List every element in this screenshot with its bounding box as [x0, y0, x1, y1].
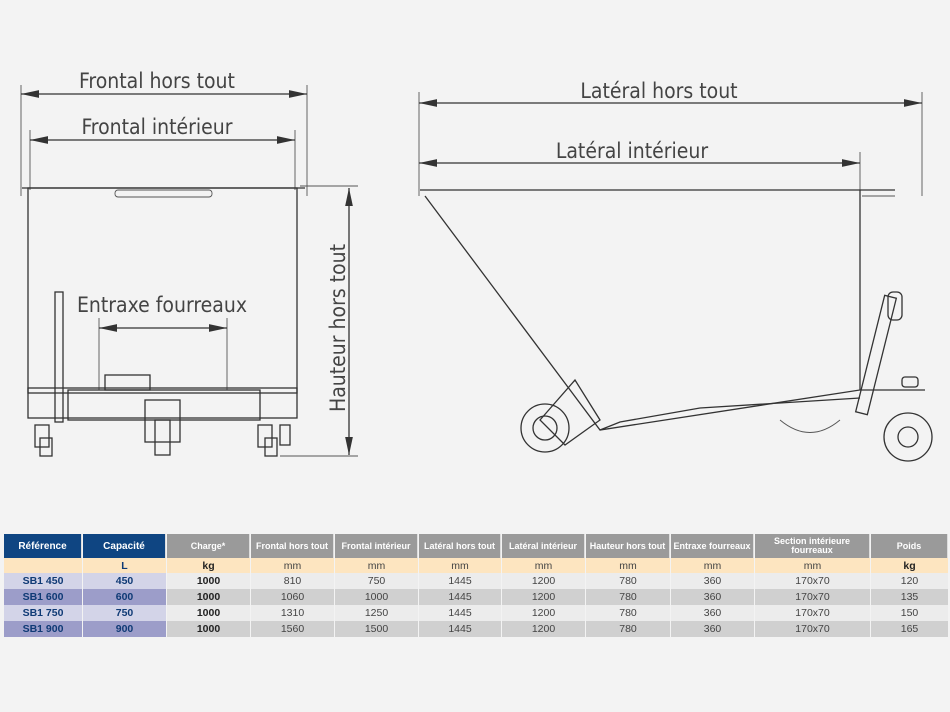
- column-header: Hauteur hors tout: [586, 534, 670, 558]
- unit-cell: mm: [251, 558, 334, 573]
- table-cell: 360: [671, 605, 754, 621]
- table-cell: 600: [83, 589, 166, 605]
- column-header: Référence: [4, 534, 82, 558]
- label-lateral-hors-tout: Latéral hors tout: [580, 79, 737, 103]
- table-cell: 1445: [419, 573, 501, 589]
- table-cell: SB1 750: [4, 605, 82, 621]
- label-lateral-interieur: Latéral intérieur: [556, 139, 709, 163]
- unit-cell: mm: [755, 558, 870, 573]
- table-cell: 1060: [251, 589, 334, 605]
- table-cell: 1000: [335, 589, 418, 605]
- table-cell: 1445: [419, 605, 501, 621]
- table-cell: 170x70: [755, 589, 870, 605]
- column-header: Latéral hors tout: [419, 534, 501, 558]
- unit-cell: L: [83, 558, 166, 573]
- table-cell: 750: [335, 573, 418, 589]
- table-cell: SB1 600: [4, 589, 82, 605]
- table-cell: 750: [83, 605, 166, 621]
- table-cell: SB1 450: [4, 573, 82, 589]
- label-frontal-interieur: Frontal intérieur: [81, 115, 232, 139]
- table-cell: 1000: [167, 573, 250, 589]
- table-cell: 780: [586, 605, 670, 621]
- table-cell: 780: [586, 621, 670, 637]
- table-cell: 150: [871, 605, 948, 621]
- label-frontal-hors-tout: Frontal hors tout: [79, 69, 235, 93]
- technical-drawing: Frontal hors tout Frontal intérieur Haut…: [20, 69, 933, 462]
- column-header: Section intérieure fourreaux: [755, 534, 870, 558]
- table-cell: 170x70: [755, 573, 870, 589]
- column-header: Capacité: [83, 534, 166, 558]
- table-cell: 165: [871, 621, 948, 637]
- table-cell: 1445: [419, 621, 501, 637]
- table-cell: 120: [871, 573, 948, 589]
- table-cell: 1445: [419, 589, 501, 605]
- table-cell: 1560: [251, 621, 334, 637]
- side-view: Latéral hors tout Latéral intérieur: [418, 79, 933, 462]
- unit-cell: mm: [586, 558, 670, 573]
- column-header: Charge*: [167, 534, 250, 558]
- column-header: Latéral intérieur: [502, 534, 585, 558]
- table-cell: 1000: [167, 605, 250, 621]
- table-cell: 1000: [167, 589, 250, 605]
- table-cell: 900: [83, 621, 166, 637]
- table-cell: 360: [671, 573, 754, 589]
- table-cell: 780: [586, 573, 670, 589]
- table-cell: 450: [83, 573, 166, 589]
- unit-cell: mm: [335, 558, 418, 573]
- table-cell: 1200: [502, 621, 585, 637]
- table-cell: 360: [671, 621, 754, 637]
- table-cell: 135: [871, 589, 948, 605]
- table-cell: SB1 900: [4, 621, 82, 637]
- table-cell: 170x70: [755, 605, 870, 621]
- unit-cell: kg: [167, 558, 250, 573]
- table-cell: 1200: [502, 605, 585, 621]
- table-cell: 1200: [502, 589, 585, 605]
- label-entraxe-fourreaux: Entraxe fourreaux: [77, 293, 247, 317]
- front-view: Frontal hors tout Frontal intérieur Haut…: [20, 69, 358, 457]
- table-cell: 1000: [167, 621, 250, 637]
- table-cell: 1250: [335, 605, 418, 621]
- column-header: Frontal intérieur: [335, 534, 418, 558]
- column-header: Entraxe fourreaux: [671, 534, 754, 558]
- column-header: Poids: [871, 534, 948, 558]
- label-hauteur-hors-tout: Hauteur hors tout: [326, 244, 350, 412]
- unit-cell: kg: [871, 558, 948, 573]
- table-cell: 360: [671, 589, 754, 605]
- table-cell: 1500: [335, 621, 418, 637]
- unit-cell: mm: [419, 558, 501, 573]
- unit-cell: [4, 558, 82, 573]
- table-cell: 170x70: [755, 621, 870, 637]
- unit-cell: mm: [502, 558, 585, 573]
- table-cell: 1200: [502, 573, 585, 589]
- table-cell: 780: [586, 589, 670, 605]
- table-cell: 1310: [251, 605, 334, 621]
- unit-cell: mm: [671, 558, 754, 573]
- column-header: Frontal hors tout: [251, 534, 334, 558]
- table-cell: 810: [251, 573, 334, 589]
